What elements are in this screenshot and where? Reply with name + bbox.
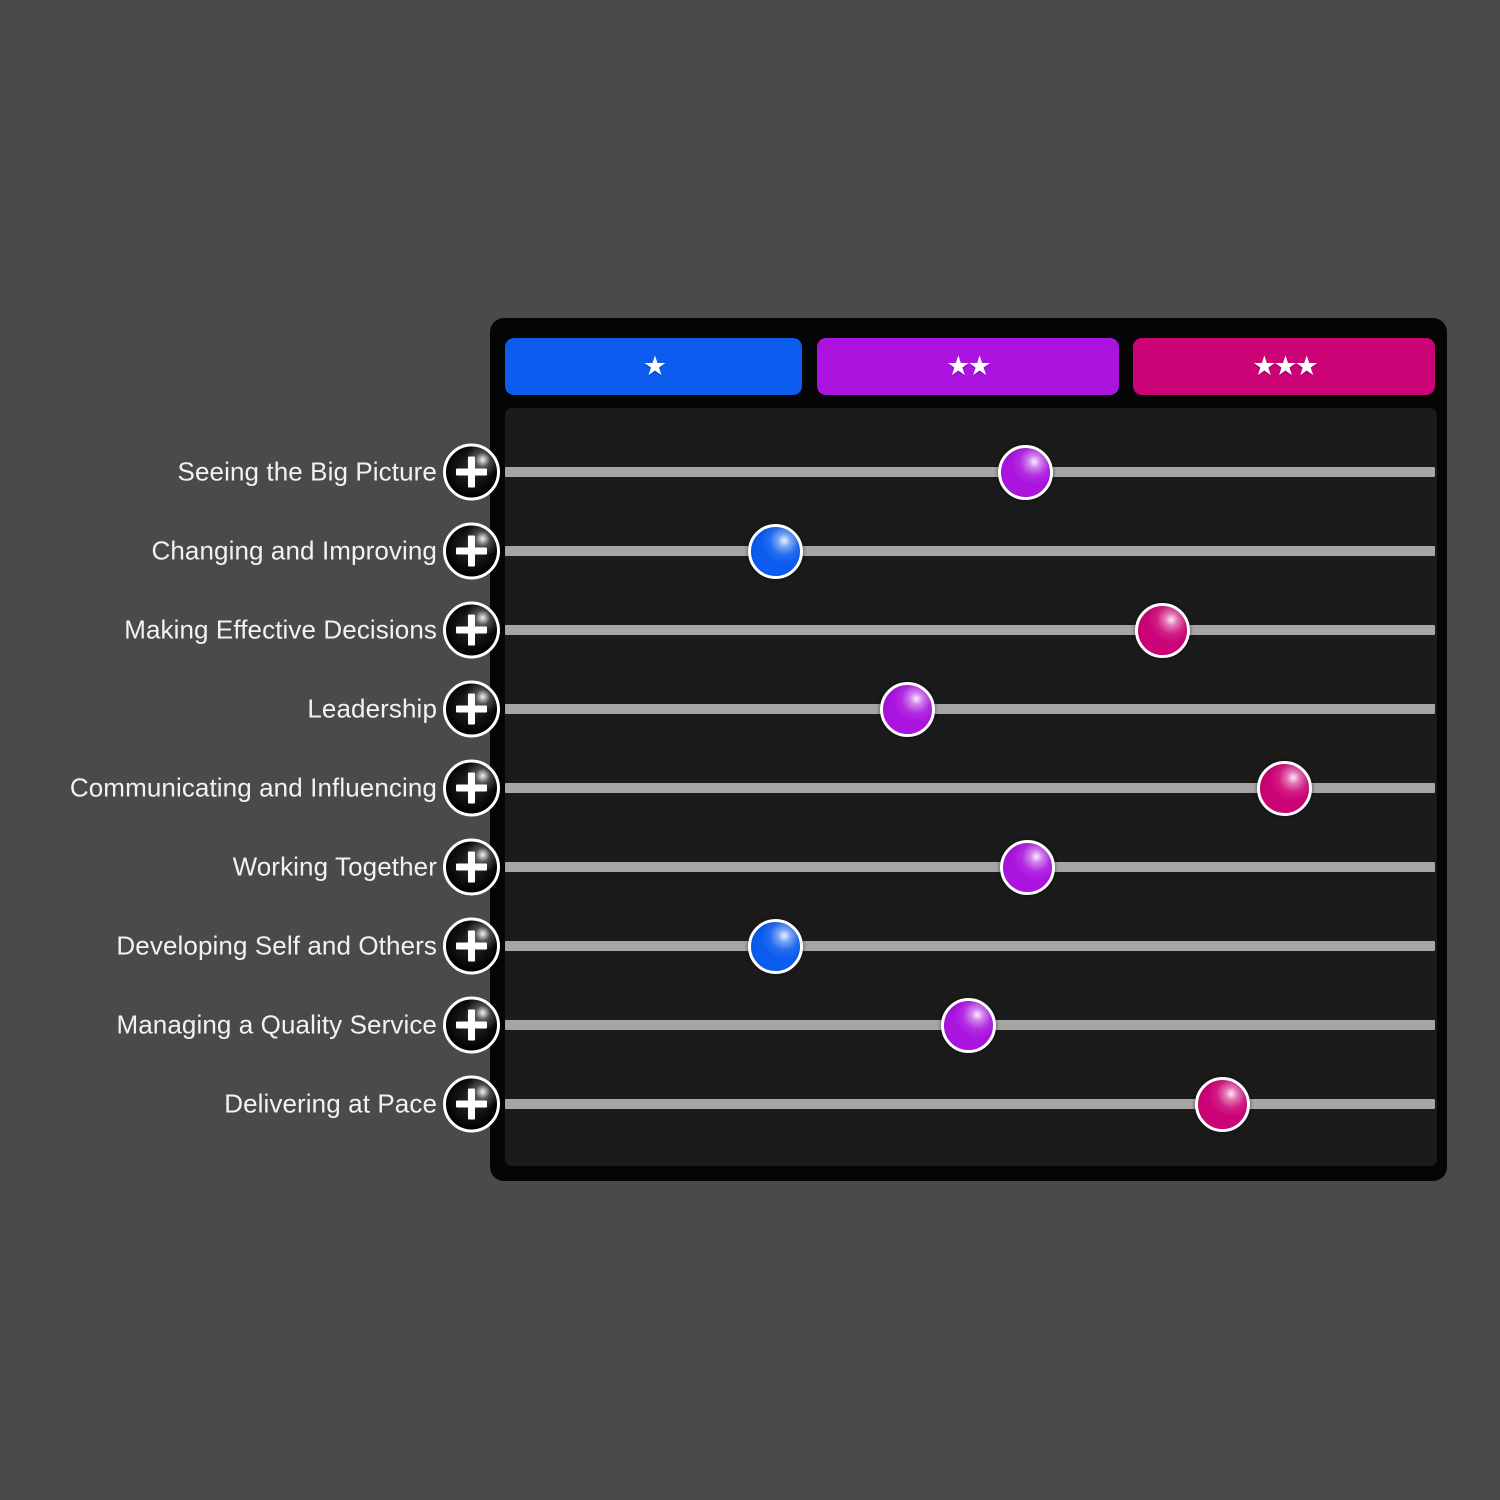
slider-track[interactable]: [505, 783, 1435, 793]
competency-label: Communicating and Influencing: [69, 772, 437, 803]
slider-track[interactable]: [505, 1099, 1435, 1109]
knob-highlight: [750, 921, 800, 971]
slider-track[interactable]: [505, 546, 1435, 556]
knob-highlight: [1259, 763, 1309, 813]
plus-circle-icon[interactable]: [443, 601, 500, 659]
competency-label: Changing and Improving: [151, 535, 437, 566]
plus-circle-icon[interactable]: [443, 838, 500, 896]
slider-track[interactable]: [505, 941, 1435, 951]
competency-label: Working Together: [232, 851, 437, 882]
slider-knob[interactable]: [999, 839, 1055, 895]
plus-circle-icon[interactable]: [443, 1075, 500, 1133]
tab-two-star[interactable]: ★★: [816, 338, 1119, 395]
slider-knob[interactable]: [940, 997, 996, 1053]
plus-circle-icon[interactable]: [443, 917, 500, 975]
knob-highlight: [750, 526, 800, 576]
slider-track[interactable]: [505, 467, 1435, 477]
slider-knob[interactable]: [879, 681, 935, 737]
star-icon: ★★★: [1252, 351, 1319, 381]
competency-slider-panel: [505, 408, 1437, 1166]
rating-level-tabbar: ★★★★★★: [505, 338, 1435, 395]
competency-label: Making Effective Decisions: [124, 614, 437, 645]
star-icon: ★: [642, 351, 667, 381]
competency-label: Developing Self and Others: [116, 930, 437, 961]
knob-highlight: [1000, 447, 1050, 497]
knob-highlight: [1197, 1079, 1247, 1129]
plus-circle-icon[interactable]: [443, 522, 500, 580]
slider-track[interactable]: [505, 704, 1435, 714]
slider-knob[interactable]: [1256, 760, 1312, 816]
slider-track[interactable]: [505, 625, 1435, 635]
tab-three-star[interactable]: ★★★: [1133, 338, 1435, 395]
plus-circle-icon[interactable]: [443, 759, 500, 817]
star-icon: ★★: [946, 351, 991, 381]
slider-knob[interactable]: [997, 444, 1053, 500]
plus-circle-icon[interactable]: [443, 680, 500, 738]
competency-label: Managing a Quality Service: [116, 1009, 437, 1040]
tab-one-star[interactable]: ★: [505, 338, 802, 395]
slider-knob[interactable]: [1134, 602, 1190, 658]
competency-label: Seeing the Big Picture: [177, 456, 437, 487]
slider-knob[interactable]: [1194, 1076, 1250, 1132]
competency-label: Leadership: [307, 693, 437, 724]
competency-label: Delivering at Pace: [224, 1088, 437, 1119]
knob-highlight: [1002, 842, 1052, 892]
slider-track[interactable]: [505, 862, 1435, 872]
slider-knob[interactable]: [747, 523, 803, 579]
plus-circle-icon[interactable]: [443, 996, 500, 1054]
knob-highlight: [882, 684, 932, 734]
slider-knob[interactable]: [747, 918, 803, 974]
knob-highlight: [943, 1000, 993, 1050]
knob-highlight: [1137, 605, 1187, 655]
plus-circle-icon[interactable]: [443, 443, 500, 501]
